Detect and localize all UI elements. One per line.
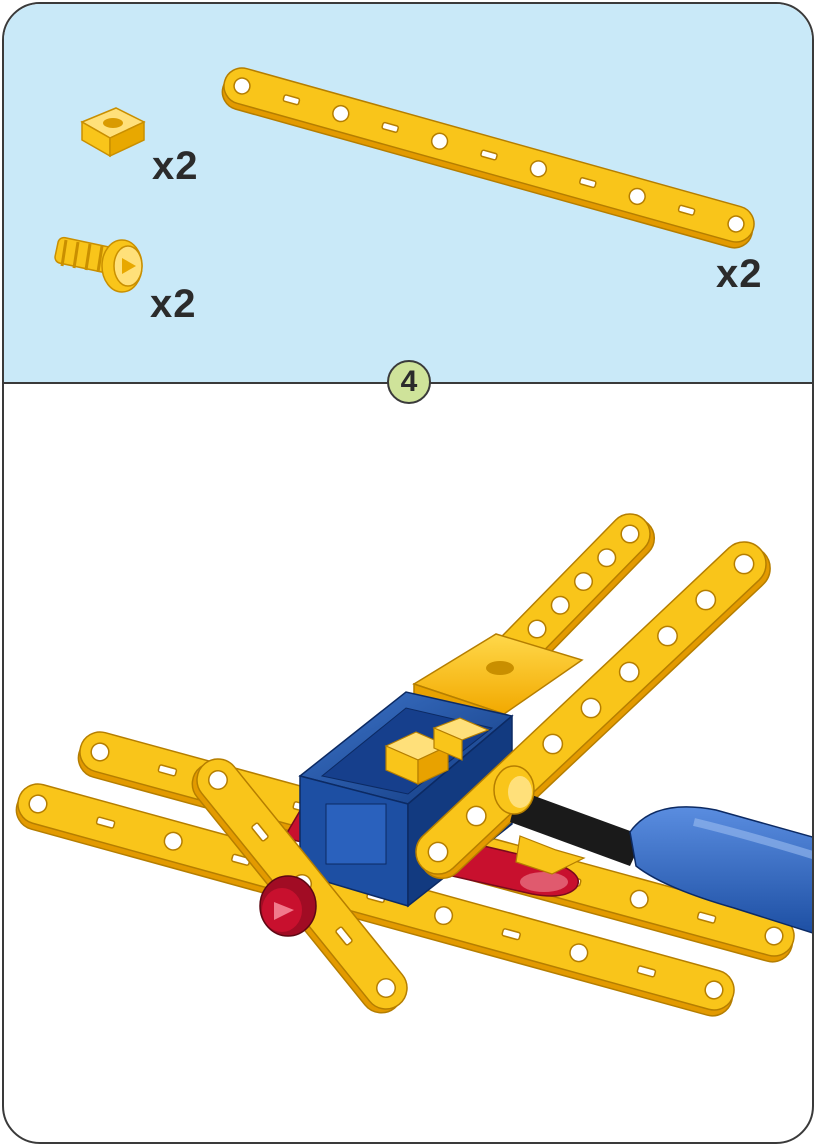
long-strip-icon [221,67,755,249]
nut-quantity: x2 [152,144,199,188]
square-nut-icon [80,107,146,158]
parts-panel: x2 x2 x2 [4,4,812,384]
screw-icon [54,236,143,293]
screw-quantity: x2 [150,282,197,326]
assembly-illustration [15,513,812,1017]
parts-illustration [54,67,755,293]
step-number-badge: 4 [387,360,431,404]
red-knob [259,875,317,937]
strip-quantity: x2 [716,252,763,296]
square-nut [384,717,490,785]
screw [493,765,586,875]
screwdriver-icon [510,790,812,934]
